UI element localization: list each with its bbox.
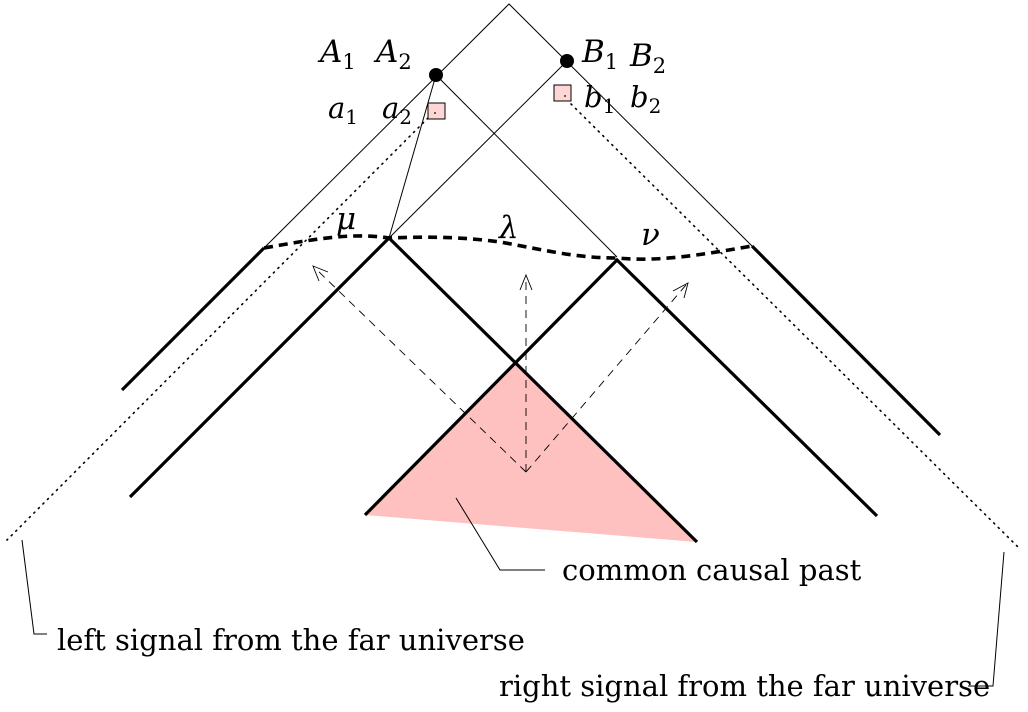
arrowhead-left (312, 265, 329, 282)
light-cone-A-right (435, 74, 618, 258)
label-a2: a2 (382, 91, 412, 129)
label-A1: A1 (317, 34, 356, 74)
right-far-signal (570, 103, 1021, 550)
setting-box-b (553, 84, 572, 102)
arrowhead-right (672, 282, 689, 299)
leader-common-causal-past (455, 497, 545, 571)
label-b2: b2 (630, 80, 661, 118)
label-b1: b1 (584, 80, 615, 118)
event-B-dot (560, 54, 574, 68)
event-A-dot (429, 68, 443, 82)
label-A2: A2 (373, 34, 412, 74)
label-mu: μ (336, 201, 356, 237)
hidden-variable-surface (263, 234, 753, 261)
thick-line-left-outer (120, 246, 266, 392)
dashed-arrow-left (315, 268, 527, 473)
caption-right-signal: right signal from the far universe (499, 669, 990, 703)
arrowhead-up (519, 273, 533, 291)
thick-cone-nu (363, 257, 879, 518)
leader-left-signal (21, 539, 47, 635)
left-far-signal (6, 117, 429, 541)
caption-common-causal-past: common causal past (562, 553, 862, 587)
thick-line-right-outer (750, 244, 942, 437)
light-cone-B-left (388, 60, 568, 239)
label-B2: B2 (629, 38, 666, 78)
setting-box-b-dot (564, 95, 566, 97)
caption-left-signal: left signal from the far universe (57, 623, 525, 657)
setting-box-a (427, 102, 446, 120)
label-B1: B1 (581, 34, 618, 74)
common-causal-past-region (365, 362, 697, 542)
outer-light-cone (263, 3, 753, 249)
label-a1: a1 (328, 91, 358, 129)
label-lambda: λ (497, 210, 519, 246)
setting-box-a-dot (434, 112, 436, 114)
leader-right-signal (968, 551, 1005, 687)
label-nu: ν (641, 217, 660, 253)
light-cone-A (388, 74, 437, 239)
